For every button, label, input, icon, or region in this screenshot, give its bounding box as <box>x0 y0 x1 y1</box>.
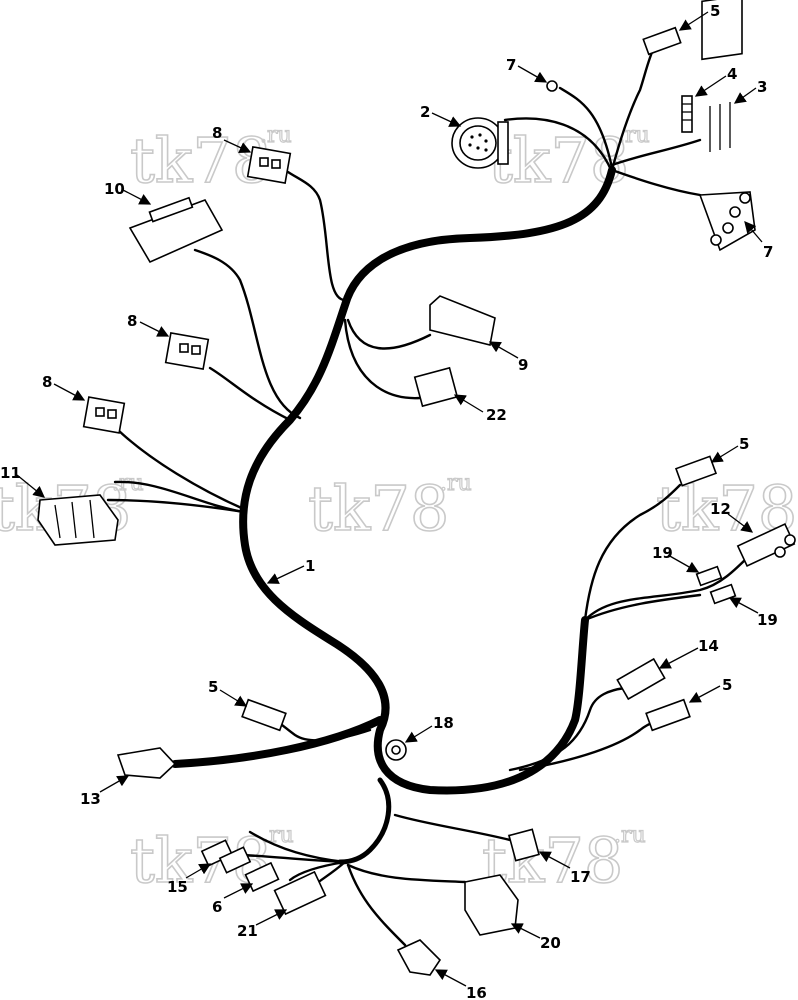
watermark-sup: .ru <box>440 471 472 496</box>
callout-9: 9 <box>518 356 528 374</box>
leader-lines <box>16 11 763 987</box>
callout-8-lower: 8 <box>42 373 52 391</box>
components <box>37 0 796 976</box>
connector-17 <box>508 828 540 862</box>
branch-wires <box>106 43 752 947</box>
callout-18: 18 <box>433 714 454 732</box>
callout-3: 3 <box>757 78 767 96</box>
callout-2: 2 <box>420 103 430 121</box>
callout-5-right-lower: 5 <box>722 676 732 694</box>
callout-17: 17 <box>570 868 591 886</box>
connector-11 <box>37 494 119 546</box>
callout-7-right: 7 <box>763 243 773 261</box>
callout-12: 12 <box>710 500 731 518</box>
callout-10: 10 <box>104 180 125 198</box>
connector-12 <box>736 522 796 568</box>
callout-15: 15 <box>167 878 188 896</box>
watermark-sup: .ru <box>260 123 292 148</box>
watermark-text: tk78 <box>308 472 449 545</box>
callout-13: 13 <box>80 790 101 808</box>
callout-19-upper: 19 <box>652 544 673 562</box>
clip-19-upper <box>695 565 723 587</box>
grommet-18 <box>385 739 407 761</box>
callout-4: 4 <box>727 65 737 83</box>
connector-5-right-lower <box>645 698 691 732</box>
callout-8-top: 8 <box>212 124 222 142</box>
connector-5-right-upper <box>674 455 718 487</box>
ring-terminals-7-right <box>698 191 756 252</box>
connector-22 <box>413 366 459 408</box>
callout-16: 16 <box>466 984 487 1000</box>
callout-19-lower: 19 <box>757 611 778 629</box>
terminal-strip-4 <box>681 95 693 133</box>
callout-6: 6 <box>212 898 222 916</box>
callout-21: 21 <box>237 922 258 940</box>
callout-labels: 1 2 3 4 5 5 5 5 6 7 7 8 8 8 9 10 11 12 1… <box>0 2 778 1000</box>
callout-20: 20 <box>540 934 561 952</box>
callout-5-right-upper: 5 <box>739 435 749 453</box>
callout-5-top: 5 <box>710 2 720 20</box>
connector-5-top <box>642 26 682 56</box>
connector-6 <box>244 861 280 893</box>
connector-13 <box>116 747 177 779</box>
connector-10 <box>128 196 224 264</box>
connector-21 <box>273 870 327 916</box>
connector-8-top <box>246 146 292 184</box>
connector-16 <box>396 939 442 976</box>
watermark-text: tk78 <box>130 124 271 197</box>
connector-14 <box>616 657 666 701</box>
callout-22: 22 <box>486 406 507 424</box>
callout-1: 1 <box>305 557 315 575</box>
main-harness-trunk <box>171 166 616 795</box>
callout-11: 11 <box>0 464 21 482</box>
connector-5-left <box>241 698 287 732</box>
clip-19-lower <box>709 583 737 605</box>
ring-terminal-7-top <box>546 80 558 92</box>
block-connector-3 <box>701 0 743 152</box>
connector-8-middle <box>164 332 210 370</box>
callout-14: 14 <box>698 637 719 655</box>
callout-5-left: 5 <box>208 678 218 696</box>
connector-8-lower <box>82 396 126 434</box>
watermark-sup: .ru <box>614 823 646 848</box>
callout-8-middle: 8 <box>127 312 137 330</box>
connectors-15 <box>200 839 252 874</box>
watermark-sup: .ru <box>262 823 294 848</box>
round-connector-2 <box>451 117 509 169</box>
connector-9 <box>429 295 496 346</box>
callout-7-top: 7 <box>506 56 516 74</box>
